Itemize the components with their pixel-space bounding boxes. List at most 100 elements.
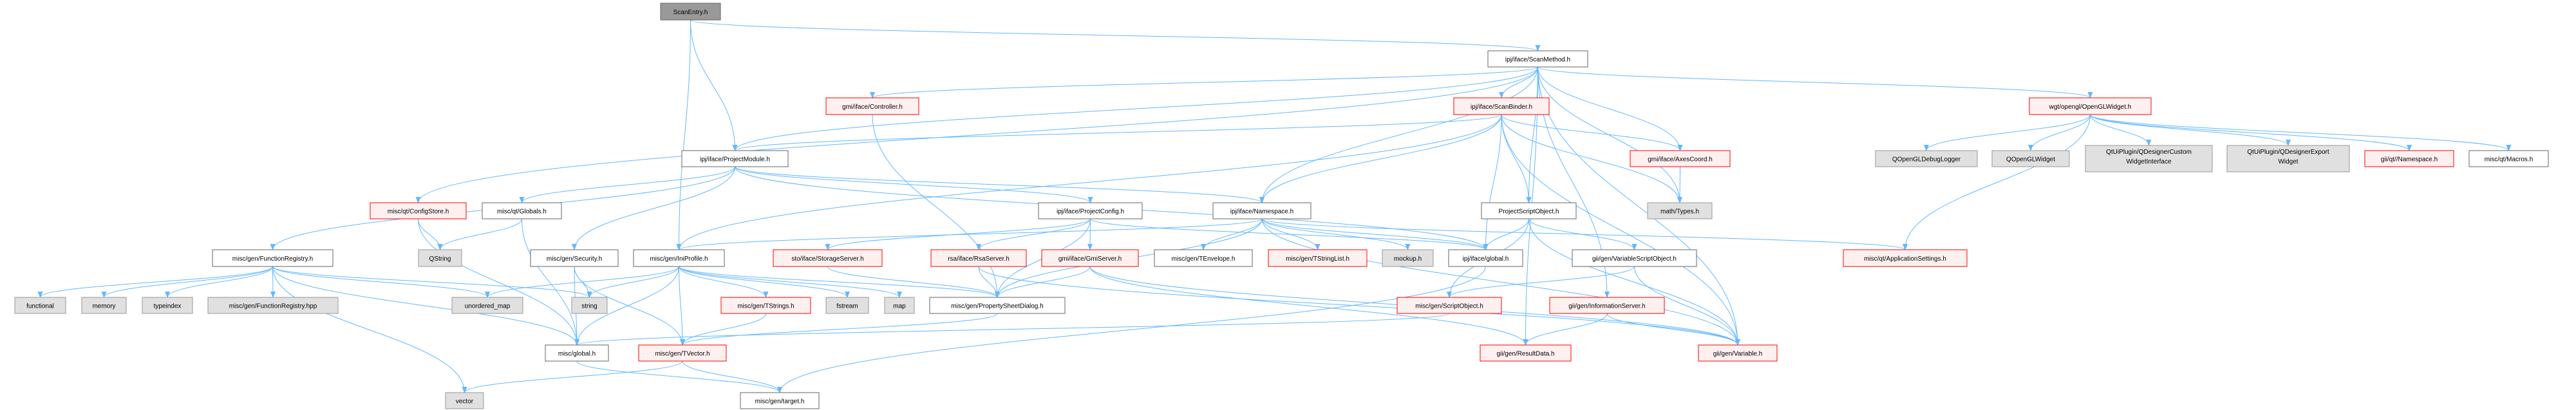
node-label: math/Types.h bbox=[1660, 209, 1699, 216]
edge-openglwidget-to-qdesignerexport bbox=[2090, 114, 2291, 146]
node-label: sto/iface/StorageServer.h bbox=[791, 256, 863, 263]
node-variable[interactable]: gii/gen/Variable.h bbox=[1698, 344, 1778, 362]
edge-iniprofile-to-unorderedmap bbox=[485, 266, 679, 298]
edge-functionregistry-to-typeindex bbox=[165, 266, 273, 298]
node-box bbox=[14, 297, 66, 314]
node-tvector[interactable]: misc/gen/TVector.h bbox=[638, 344, 727, 362]
node-rsaserver[interactable]: rsa/iface/RsaServer.h bbox=[930, 249, 1027, 267]
node-label: misc/gen/TStrings.h bbox=[737, 303, 794, 310]
node-giiqtnamespace[interactable]: gii/qt//Namespace.h bbox=[2364, 150, 2454, 167]
edge-projectconfig-to-rsaserver bbox=[976, 218, 1091, 250]
node-axescoord[interactable]: gmi/iface/AxesCoord.h bbox=[1630, 150, 1731, 167]
node-label: unordered_map bbox=[465, 303, 511, 310]
node-scriptobject[interactable]: misc/gen/ScriptObject.h bbox=[1396, 297, 1502, 314]
edge-scanbinder-to-projectscriptobject bbox=[1501, 114, 1532, 203]
node-fstream: fstream bbox=[825, 297, 869, 314]
node-box bbox=[2468, 150, 2549, 167]
node-functionregistry[interactable]: misc/gen/FunctionRegistry.h bbox=[212, 249, 334, 267]
node-tstrings[interactable]: misc/gen/TStrings.h bbox=[720, 297, 811, 314]
node-label: gii/gen/Variable.h bbox=[1713, 351, 1763, 358]
node-label: ipj/iface/ScanBinder.h bbox=[1471, 104, 1532, 111]
edge-scanbinder-to-axescoord bbox=[1501, 114, 1683, 151]
node-tstringlist[interactable]: misc/gen/TStringList.h bbox=[1268, 249, 1368, 267]
node-label: map bbox=[893, 303, 906, 310]
node-box bbox=[571, 297, 608, 314]
node-resultdata[interactable]: gii/gen/ResultData.h bbox=[1480, 344, 1572, 362]
node-storageserver[interactable]: sto/iface/StorageServer.h bbox=[773, 249, 883, 267]
node-iniprofile[interactable]: misc/gen/IniProfile.h bbox=[633, 249, 725, 267]
node-scanbinder[interactable]: ipj/iface/ScanBinder.h bbox=[1453, 97, 1550, 115]
node-macros[interactable]: misc/qt/Macros.h bbox=[2468, 150, 2549, 167]
node-configstore[interactable]: misc/qt/ConfigStore.h bbox=[370, 202, 467, 219]
node-propertysheetdialog[interactable]: misc/gen/PropertySheetDialog.h bbox=[929, 297, 1066, 314]
node-box bbox=[884, 297, 915, 314]
edge-functionregistry-to-string bbox=[272, 266, 592, 298]
node-label: misc/qt/Globals.h bbox=[497, 209, 547, 216]
node-miscglobal[interactable]: misc/global.h bbox=[545, 344, 609, 362]
node-qdesignercustom: QtUiPlugin/QDesignerCustomWidgetInterfac… bbox=[2085, 145, 2213, 172]
edge-variablescriptobject-to-variable bbox=[1634, 266, 1740, 346]
edge-globals-to-qstring bbox=[437, 218, 522, 250]
edge-openglwidget-to-appsettings bbox=[1903, 114, 2091, 250]
node-label: misc/gen/FunctionRegistry.hpp bbox=[229, 303, 317, 310]
node-label: misc/gen/target.h bbox=[755, 398, 805, 405]
node-variablescriptobject[interactable]: gii/gen/VariableScriptObject.h bbox=[1572, 249, 1697, 267]
node-scanmethod[interactable]: ipj/iface/ScanMethod.h bbox=[1487, 50, 1588, 68]
edge-iniprofile-to-string bbox=[587, 266, 679, 298]
edge-namespace-to-iniprofile bbox=[676, 218, 1263, 250]
edge-globals-to-miscglobal bbox=[522, 218, 579, 346]
node-projectconfig[interactable]: ipj/iface/ProjectConfig.h bbox=[1038, 202, 1143, 219]
node-qopengldebuglogger: QOpenGLDebugLogger bbox=[1875, 150, 1978, 167]
edge-variablescriptobject-to-scriptobject bbox=[1447, 266, 1635, 298]
node-label: gmi/iface/AxesCoord.h bbox=[1648, 156, 1713, 163]
edge-openglwidget-to-macros bbox=[2090, 114, 2512, 151]
node-informationserver[interactable]: gii/gen/InformationServer.h bbox=[1549, 297, 1665, 314]
edge-iniprofile-to-propertysheetdialog bbox=[679, 266, 1000, 298]
node-label: string bbox=[581, 303, 597, 310]
edge-propertysheetdialog-to-tvector bbox=[680, 313, 998, 346]
edge-openglwidget-to-giiqtnamespace bbox=[2090, 114, 2412, 151]
edge-scanbinder-to-iniprofile bbox=[676, 114, 1502, 250]
node-label: gmi/iface/Controller.h bbox=[842, 104, 903, 111]
node-box bbox=[212, 249, 334, 267]
node-namespace[interactable]: ipj/iface/Namespace.h bbox=[1212, 202, 1312, 219]
edge-scanbinder-to-ipjglobal bbox=[1483, 114, 1502, 250]
node-projectscriptobject[interactable]: ProjectScriptObject.h bbox=[1481, 202, 1577, 219]
node-box bbox=[1698, 344, 1778, 362]
node-label: misc/qt/Macros.h bbox=[2485, 156, 2534, 163]
edge-scanmethod-to-configstore bbox=[415, 66, 1538, 203]
node-globals[interactable]: misc/qt/Globals.h bbox=[482, 202, 562, 219]
node-scanentry[interactable]: ScanEntry.h bbox=[660, 3, 721, 21]
node-security[interactable]: misc/gen/Security.h bbox=[530, 249, 619, 267]
edge-informationserver-to-resultdata bbox=[1523, 313, 1608, 346]
node-box bbox=[2029, 97, 2152, 115]
node-tenvelope[interactable]: misc/gen/TEnvelope.h bbox=[1154, 249, 1253, 267]
node-projectmodule[interactable]: ipj/iface/ProjectModule.h bbox=[681, 150, 789, 167]
node-label: vector bbox=[456, 398, 474, 405]
node-box bbox=[930, 249, 1027, 267]
node-string: string bbox=[571, 297, 608, 314]
node-box bbox=[207, 297, 339, 314]
node-target[interactable]: misc/gen/target.h bbox=[740, 392, 820, 409]
node-appsettings[interactable]: misc/qt/ApplicationSettings.h bbox=[1843, 249, 1968, 267]
node-label: fstream bbox=[836, 303, 858, 310]
node-box bbox=[2364, 150, 2454, 167]
edge-scanmethod-to-axescoord bbox=[1537, 66, 1683, 151]
node-label: misc/global.h bbox=[558, 351, 596, 358]
node-gmiserver[interactable]: gmi/iface/GmiServer.h bbox=[1041, 249, 1139, 267]
edge-tvector-to-vector bbox=[462, 360, 683, 393]
node-openglwidget[interactable]: wgt/opengl/OpenGLWidget.h bbox=[2029, 97, 2152, 115]
edge-scanmethod-to-controller bbox=[870, 66, 1538, 98]
edge-scanentry-to-projectmodule bbox=[690, 19, 738, 151]
node-label: mockup.h bbox=[1394, 256, 1422, 263]
node-label: QString bbox=[429, 256, 451, 263]
edge-scanmethod-to-projectmodule bbox=[732, 66, 1538, 151]
node-label: gii/gen/InformationServer.h bbox=[1568, 303, 1646, 310]
edge-scanmethod-to-openglwidget bbox=[1537, 66, 2093, 98]
node-ipjglobal[interactable]: ipj/iface/global.h bbox=[1448, 249, 1523, 267]
edge-scanentry-to-scanmethod bbox=[690, 19, 1540, 51]
node-box bbox=[2226, 145, 2350, 172]
edge-namespace-to-tenvelope bbox=[1201, 218, 1263, 250]
node-box bbox=[1154, 249, 1253, 267]
node-controller[interactable]: gmi/iface/Controller.h bbox=[825, 97, 919, 115]
